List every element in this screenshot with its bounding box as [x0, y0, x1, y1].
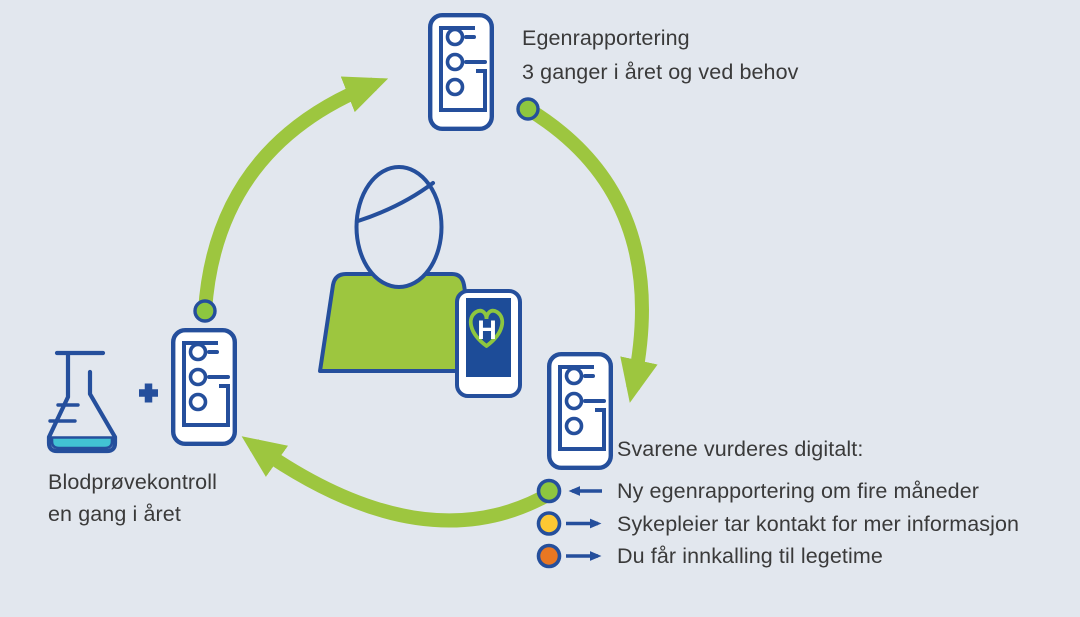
top-phone-checklist-icon — [428, 13, 494, 131]
arc-top-to-right-arrow — [524, 103, 658, 403]
left-step-subtitle: en gang i året — [48, 502, 181, 526]
junction-dot-top-right — [516, 97, 540, 121]
center-phone-app-icon: H — [455, 289, 522, 398]
top-step-title: Egenrapportering — [522, 26, 690, 50]
left-phone-checklist-icon — [171, 328, 237, 446]
legend-dot-yellow — [536, 511, 562, 536]
legend-dot-green — [536, 478, 562, 504]
person-figure — [318, 165, 479, 373]
health-logo-letter: H — [477, 315, 497, 345]
left-step-title: Blodprøvekontroll — [48, 470, 217, 494]
legend-dot-orange — [536, 543, 562, 569]
assessment-heading: Svarene vurderes digitalt: — [617, 437, 864, 461]
assessment-item-green: Ny egenrapportering om fire måneder — [617, 479, 980, 503]
plus-sign — [139, 383, 158, 403]
flask-graduation-marks — [48, 403, 80, 423]
heart-icon — [468, 308, 505, 348]
right-phone-checklist-icon — [547, 352, 613, 470]
top-step-subtitle: 3 ganger i året og ved behov — [522, 60, 799, 84]
assessment-item-orange: Du får innkalling til legetime — [617, 544, 883, 568]
flask-icon — [46, 352, 118, 454]
arc-bottom-to-left-arrow — [241, 436, 555, 528]
assessment-item-yellow: Sykepleier tar kontakt for mer informasj… — [617, 512, 1020, 536]
junction-dot-left — [193, 299, 217, 323]
person-head — [354, 165, 444, 289]
blood-test-group — [46, 350, 158, 454]
arc-left-to-top-arrow — [198, 76, 389, 312]
person-torso — [318, 272, 479, 373]
assessment-legend-graphics — [536, 478, 602, 569]
person-hairline — [356, 181, 435, 223]
flask-liquid — [50, 436, 114, 450]
